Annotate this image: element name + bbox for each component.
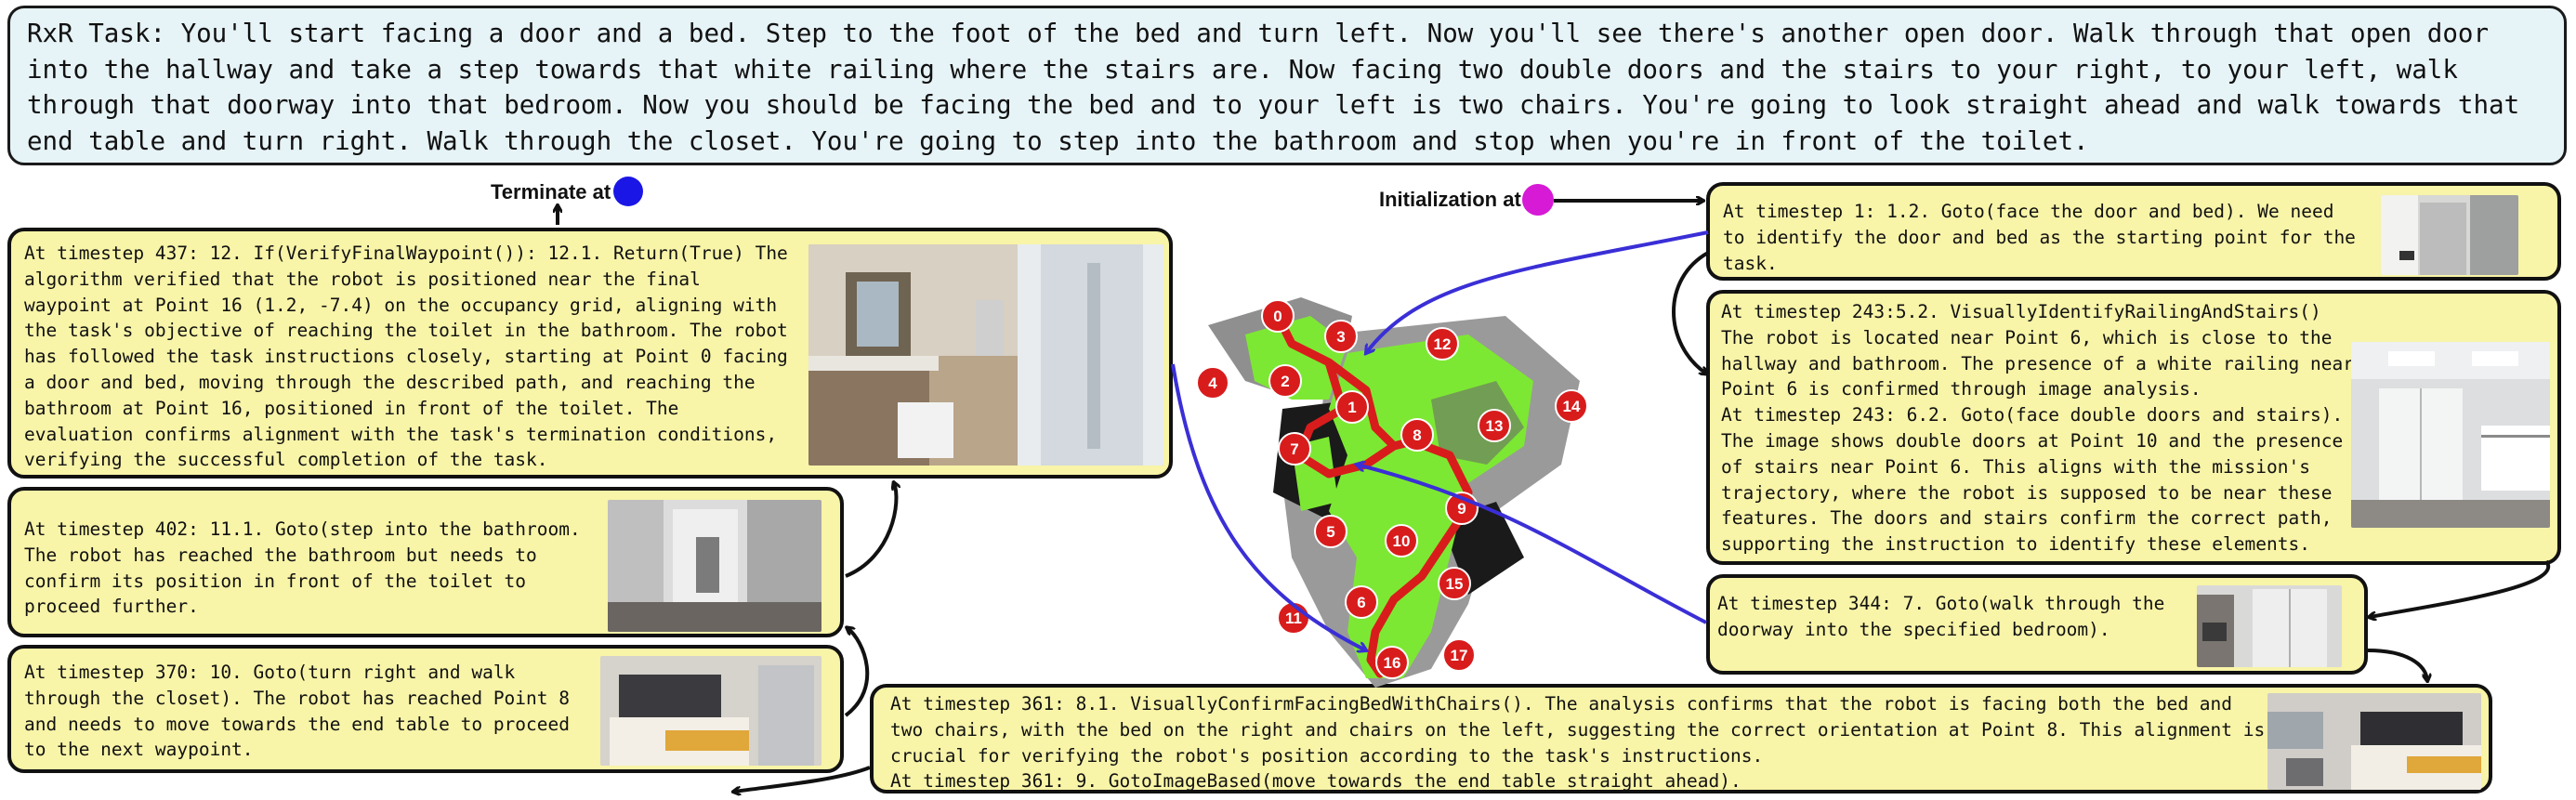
svg-text:11: 11: [1285, 610, 1302, 627]
step-box-timestep-437: At timestep 437: 12. If(VerifyFinalWaypo…: [7, 228, 1173, 479]
initialization-marker-dot: [1522, 184, 1554, 216]
step-box-timestep-402: At timestep 402: 11.1. Goto(step into th…: [7, 487, 844, 637]
svg-text:7: 7: [1290, 440, 1298, 458]
arrow-t402-to-t437: [845, 483, 896, 578]
waypoint-8-marker: 8: [1400, 418, 1434, 452]
occupancy-map: 0 1 2 3 4 5 6 7 8 9 10 11 12 13 14 15 16…: [1189, 279, 1617, 697]
waypoint-13-marker: 13: [1478, 409, 1511, 442]
svg-text:16: 16: [1384, 654, 1401, 672]
svg-text:4: 4: [1208, 374, 1217, 392]
waypoint-15-marker: 15: [1438, 567, 1471, 600]
svg-text:17: 17: [1451, 647, 1468, 664]
svg-text:3: 3: [1336, 328, 1345, 346]
step-box-timestep-344: At timestep 344: 7. Goto(walk through th…: [1706, 574, 2368, 675]
bedroom-doorway-photo: [2197, 585, 2342, 667]
terminate-label: Terminate at: [491, 180, 611, 203]
step-text-timestep-402: At timestep 402: 11.1. Goto(step into th…: [24, 518, 581, 618]
svg-text:6: 6: [1357, 594, 1365, 611]
waypoint-3-marker: 3: [1324, 320, 1358, 353]
step-text-timestep-243: At timestep 243:5.2. VisuallyIdentifyRai…: [1721, 301, 2354, 556]
waypoint-2-marker: 2: [1268, 364, 1302, 398]
task-instruction: RxR Task: You'll start facing a door and…: [7, 6, 2567, 165]
bed-chairs-photo: [2267, 693, 2481, 790]
waypoint-10-marker: 10: [1385, 524, 1418, 557]
waypoint-9-marker: 9: [1445, 492, 1479, 525]
step-box-timestep-1: At timestep 1: 1.2. Goto(face the door a…: [1706, 182, 2561, 281]
svg-text:5: 5: [1326, 523, 1334, 541]
waypoint-1-marker: 1: [1335, 390, 1369, 424]
door-bed-photo: [2381, 195, 2518, 275]
initialization-label: Initialization at: [1379, 188, 1521, 211]
svg-text:10: 10: [1393, 532, 1411, 550]
double-doors-stairs-photo: [2351, 342, 2550, 528]
arrow-t1-to-t243: [1672, 251, 1708, 374]
bathroom-photo: [808, 244, 1163, 466]
step-box-timestep-243: At timestep 243:5.2. VisuallyIdentifyRai…: [1706, 290, 2561, 565]
terminate-marker-dot: [613, 177, 643, 206]
waypoint-12-marker: 12: [1426, 327, 1459, 361]
step-text-timestep-361: At timestep 361: 8.1. VisuallyConfirmFac…: [890, 693, 2266, 793]
svg-text:0: 0: [1273, 308, 1281, 325]
waypoint-6-marker: 6: [1345, 585, 1378, 619]
waypoint-17-marker: 17: [1442, 638, 1476, 672]
bedroom-photo: [600, 656, 821, 766]
waypoint-7-marker: 7: [1278, 432, 1311, 466]
hallway-photo: [608, 500, 821, 632]
svg-text:13: 13: [1486, 417, 1504, 435]
arrow-t243-to-t344: [2370, 559, 2551, 617]
svg-text:1: 1: [1347, 399, 1356, 416]
step-text-timestep-1: At timestep 1: 1.2. Goto(face the door a…: [1723, 201, 2356, 274]
arrow-t370-to-t402: [846, 628, 870, 717]
svg-text:14: 14: [1563, 398, 1581, 415]
svg-text:9: 9: [1457, 500, 1465, 518]
step-box-timestep-370: At timestep 370: 10. Goto(turn right and…: [7, 645, 844, 773]
svg-text:15: 15: [1446, 575, 1464, 593]
svg-text:12: 12: [1434, 335, 1452, 353]
waypoint-11-marker: 11: [1277, 601, 1310, 635]
waypoint-16-marker: 16: [1375, 646, 1409, 679]
waypoint-5-marker: 5: [1314, 515, 1347, 548]
step-text-timestep-437: At timestep 437: 12. If(VerifyFinalWaypo…: [24, 243, 788, 471]
svg-text:8: 8: [1413, 426, 1421, 444]
step-text-timestep-344: At timestep 344: 7. Goto(walk through th…: [1717, 593, 2165, 640]
step-text-timestep-370: At timestep 370: 10. Goto(turn right and…: [24, 662, 570, 761]
waypoint-0-marker: 0: [1261, 299, 1295, 333]
waypoint-4-marker: 4: [1196, 366, 1229, 400]
waypoint-14-marker: 14: [1555, 389, 1588, 423]
svg-text:2: 2: [1281, 373, 1289, 390]
step-box-timestep-361: At timestep 361: 8.1. VisuallyConfirmFac…: [870, 684, 2492, 793]
arrow-t344-to-t361: [2367, 649, 2427, 680]
